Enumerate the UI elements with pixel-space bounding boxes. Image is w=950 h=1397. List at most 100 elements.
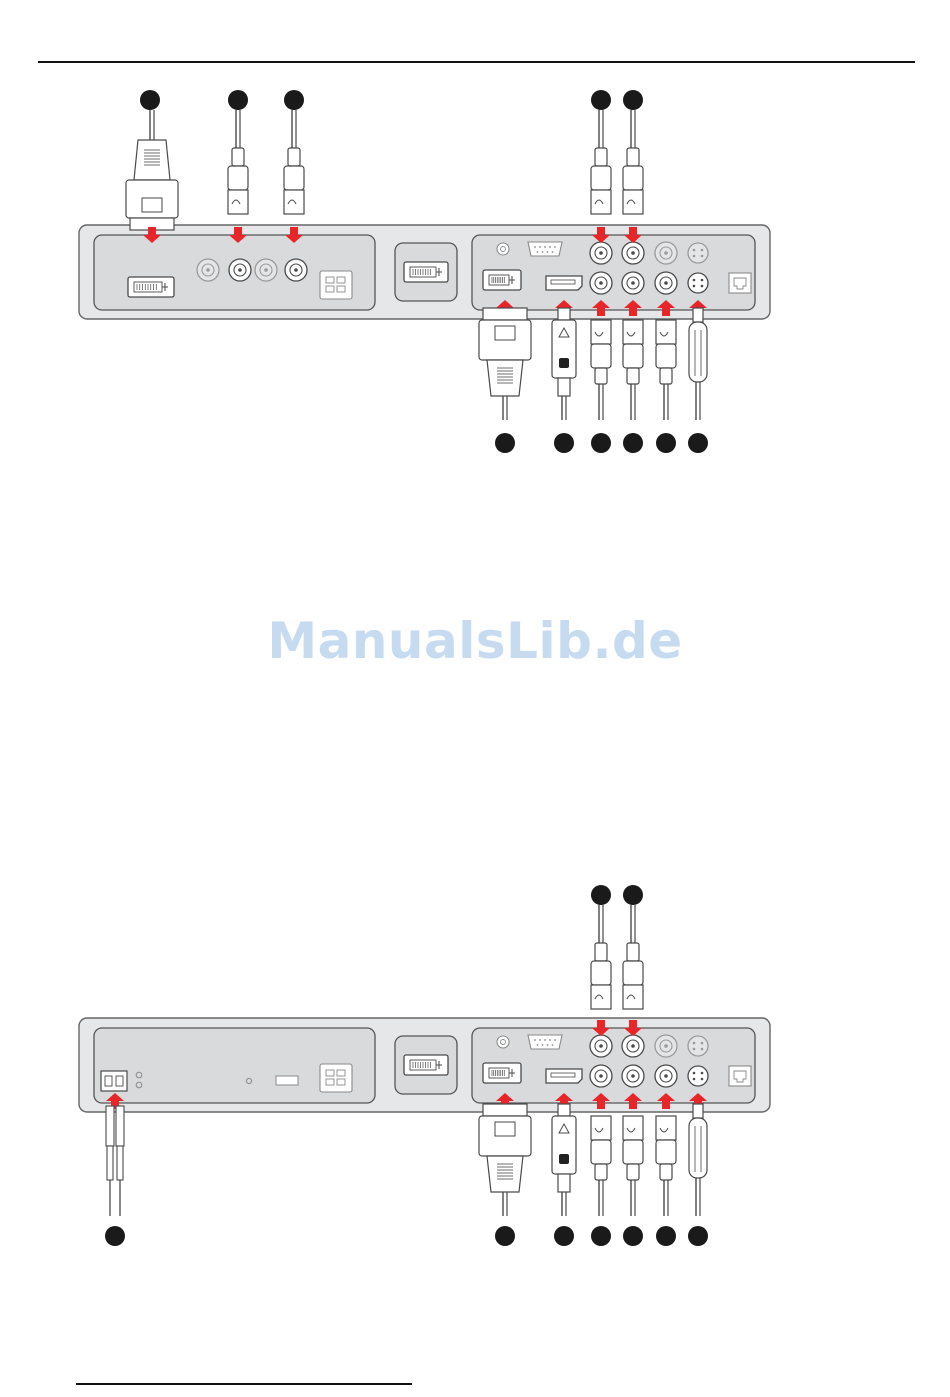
dvi-plug-boot	[487, 1156, 523, 1192]
dvi-plug-window	[495, 1122, 515, 1136]
svideo-plug-tip	[693, 1104, 703, 1118]
bnc-plug-sleeve	[591, 1116, 611, 1140]
bnc-plug-sleeve	[591, 190, 611, 214]
svideo-pin	[693, 1042, 696, 1045]
dsub-pin	[547, 251, 549, 253]
dsub-serial-port	[528, 1035, 562, 1049]
bnc-jack-pin	[294, 268, 298, 272]
bnc-plug-sleeve	[623, 985, 643, 1009]
bnc-plug-boot	[660, 1164, 672, 1180]
displayport-logo-icon	[559, 1154, 569, 1164]
dsub-pin	[537, 1044, 539, 1046]
dp-plug-boot	[558, 1174, 570, 1192]
bnc-plug-body	[591, 1140, 611, 1164]
displayport-jack	[546, 276, 582, 290]
svideo-pin	[693, 249, 696, 252]
dp-plug-boot	[558, 378, 570, 396]
bnc-plug-body	[623, 961, 643, 985]
svideo-pin	[693, 285, 696, 288]
svideo-pin	[701, 279, 704, 282]
bnc-plug-boot	[627, 943, 639, 961]
dvi-plug-window	[495, 326, 515, 340]
bnc-plug-sleeve	[656, 1116, 676, 1140]
dvi-plug-head	[483, 1104, 527, 1116]
bnc-plug-sleeve	[623, 320, 643, 344]
bnc-jack-pin	[664, 281, 668, 285]
bnc-jack-pin	[631, 1074, 635, 1078]
bnc-jack-pin	[664, 251, 668, 255]
svideo-jack	[688, 1036, 708, 1056]
bnc-jack-pin	[264, 268, 268, 272]
bnc-jack-pin	[631, 251, 635, 255]
callout-marker	[656, 433, 676, 453]
bnc-plug-sleeve	[623, 1116, 643, 1140]
svideo-pin	[693, 279, 696, 282]
dsub-pin	[539, 1039, 541, 1041]
bnc-plug-sleeve	[591, 985, 611, 1009]
callout-marker	[623, 433, 643, 453]
fiber-plug-boot	[117, 1146, 123, 1180]
dsub-pin	[542, 251, 544, 253]
dsub-pin	[544, 1039, 546, 1041]
dsub-pin	[534, 246, 536, 248]
dp-plug-tip	[558, 308, 570, 320]
callout-marker	[656, 1226, 676, 1246]
power-socket	[320, 1064, 352, 1092]
audio-jack	[497, 1036, 509, 1048]
bnc-plug-body	[284, 166, 304, 190]
svideo-pin	[701, 1048, 704, 1051]
rj45-jack	[729, 1066, 751, 1086]
dsub-pin	[534, 1039, 536, 1041]
dsub-pin	[549, 246, 551, 248]
bnc-plug-sleeve	[591, 320, 611, 344]
bnc-plug-boot	[232, 148, 244, 166]
svideo-pin	[693, 1072, 696, 1075]
bnc-plug-body	[656, 1140, 676, 1164]
service-port	[276, 1076, 298, 1085]
bnc-plug-body	[623, 166, 643, 190]
bnc-plug-boot	[627, 368, 639, 384]
callout-marker	[623, 1226, 643, 1246]
svideo-pin	[701, 1072, 704, 1075]
callout-marker	[284, 90, 304, 110]
bnc-plug-boot	[627, 1164, 639, 1180]
dsub-pin	[547, 1044, 549, 1046]
power-socket	[320, 271, 352, 299]
dvi-plug-window	[142, 198, 162, 212]
bnc-plug-sleeve	[228, 190, 248, 214]
rj45-jack	[729, 273, 751, 293]
footer-rule	[76, 1383, 412, 1385]
callout-marker	[591, 1226, 611, 1246]
bnc-plug-boot	[595, 368, 607, 384]
callout-marker	[105, 1226, 125, 1246]
svideo-pin	[701, 1078, 704, 1081]
bnc-plug-body	[591, 961, 611, 985]
callout-marker	[688, 1226, 708, 1246]
svideo-pin	[701, 255, 704, 258]
fiber-plug-boot	[107, 1146, 113, 1180]
bnc-plug-boot	[595, 148, 607, 166]
callout-marker	[495, 433, 515, 453]
dsub-pin	[552, 251, 554, 253]
svideo-plug-body	[689, 322, 707, 382]
svideo-pin	[693, 1078, 696, 1081]
dp-plug-tip	[558, 1104, 570, 1116]
svideo-pin	[701, 249, 704, 252]
callout-marker	[623, 885, 643, 905]
connection-diagram-1	[0, 80, 950, 480]
bnc-plug-boot	[288, 148, 300, 166]
bnc-plug-sleeve	[623, 190, 643, 214]
bnc-jack-pin	[238, 268, 242, 272]
bnc-plug-body	[656, 344, 676, 368]
dsub-pin	[539, 246, 541, 248]
callout-marker	[591, 90, 611, 110]
bnc-jack-pin	[206, 268, 210, 272]
audio-jack	[497, 243, 509, 255]
bnc-plug-boot	[595, 1164, 607, 1180]
dvi-plug-head	[483, 308, 527, 320]
dsub-pin	[554, 1039, 556, 1041]
svideo-pin	[693, 1048, 696, 1051]
bnc-plug-body	[228, 166, 248, 190]
callout-marker	[554, 433, 574, 453]
callout-marker	[591, 885, 611, 905]
